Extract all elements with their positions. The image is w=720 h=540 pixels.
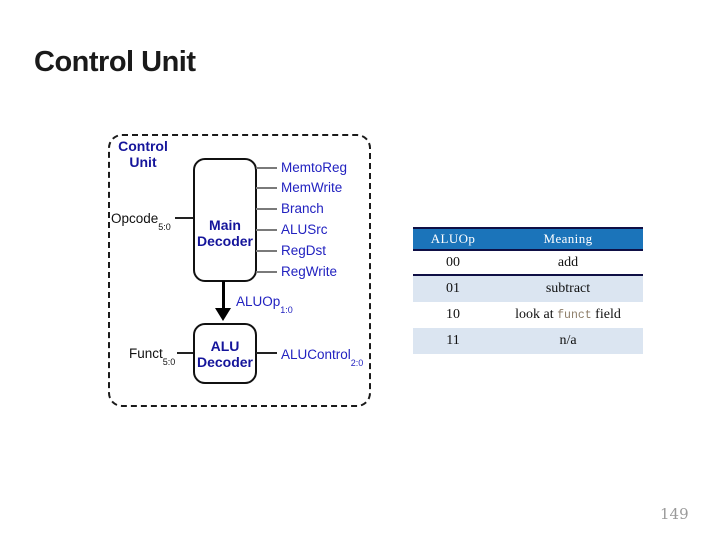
aluop-label-text: ALUOp (236, 294, 281, 309)
table-header-row: ALUOp Meaning (413, 229, 643, 249)
meaning-text: look at (515, 307, 558, 322)
table-header-meaning: Meaning (543, 231, 593, 246)
page-number: 149 (660, 505, 689, 523)
table-cell-code: 01 (446, 281, 460, 296)
control-unit-label-line1: Control (118, 138, 168, 154)
opcode-label-text: Opcode (111, 211, 159, 226)
alusrc-wire (256, 229, 277, 231)
regdst-label: RegDst (281, 243, 327, 258)
table-cell-meaning: add (557, 254, 579, 270)
table-top-rule (413, 227, 643, 229)
control-unit-label-line2: Unit (129, 154, 157, 170)
alusrc-label: ALUSrc (281, 222, 328, 237)
meaning-text: field (591, 307, 621, 322)
alu-decoder-label-line1: ALU (210, 337, 240, 354)
alu-decoder-label-line2: Decoder (196, 353, 254, 370)
table-header-rule (413, 249, 643, 251)
alu-decoder-box: ALU Decoder (193, 323, 257, 384)
alucontrol-label-text: ALUControl (281, 347, 351, 362)
funct-label-subscript: 5:0 (162, 356, 176, 367)
alucontrol-label-subscript: 2:0 (350, 357, 364, 368)
table-header-aluop: ALUOp (430, 231, 476, 246)
main-decoder-label-line1: Main (209, 217, 241, 233)
aluop-label-subscript: 1:0 (280, 304, 293, 315)
table-mid-rule (413, 274, 643, 276)
table-row: 11 n/a (413, 328, 643, 354)
memwrite-wire (256, 187, 277, 189)
table-row: 01 subtract (413, 276, 643, 302)
opcode-label: Opcode5:0 (111, 211, 171, 232)
control-unit-boundary (108, 134, 371, 407)
regwrite-label: RegWrite (281, 264, 338, 279)
branch-label: Branch (281, 201, 324, 216)
memwrite-label: MemWrite (281, 180, 343, 195)
table-cell-code: 00 (446, 254, 460, 270)
table-cell-meaning: subtract (545, 281, 591, 296)
control-unit-label: Control Unit (110, 138, 176, 170)
aluop-label: ALUOp1:0 (236, 294, 293, 315)
memtoreg-wire (256, 167, 277, 169)
funct-wire (177, 352, 193, 354)
alucontrol-wire (256, 352, 277, 354)
aluop-arrowhead-icon (215, 308, 231, 321)
funct-keyword: funct (557, 309, 592, 322)
opcode-label-subscript: 5:0 (158, 221, 171, 232)
opcode-wire (175, 217, 193, 219)
main-decoder-box: Main Decoder (193, 158, 257, 282)
alucontrol-label: ALUControl2:0 (281, 347, 364, 368)
regdst-wire (256, 250, 277, 252)
regwrite-wire (256, 271, 277, 273)
table-row: 00 add (413, 251, 643, 274)
main-decoder-label-line2: Decoder (196, 233, 254, 249)
funct-label: Funct5:0 (129, 346, 176, 367)
table-cell-meaning: n/a (559, 333, 577, 348)
aluop-table: ALUOp Meaning 00 add 01 subtract 10 look… (413, 227, 643, 354)
branch-wire (256, 208, 277, 210)
table-cell-meaning: look at funct field (493, 307, 643, 323)
table-row: 10 look at funct field (413, 302, 643, 328)
table-cell-code: 10 (446, 307, 460, 322)
page-title: Control Unit (34, 46, 196, 78)
funct-label-text: Funct (129, 346, 163, 361)
table-cell-code: 11 (446, 333, 460, 348)
aluop-wire (222, 281, 225, 310)
memtoreg-label: MemtoReg (281, 160, 348, 175)
